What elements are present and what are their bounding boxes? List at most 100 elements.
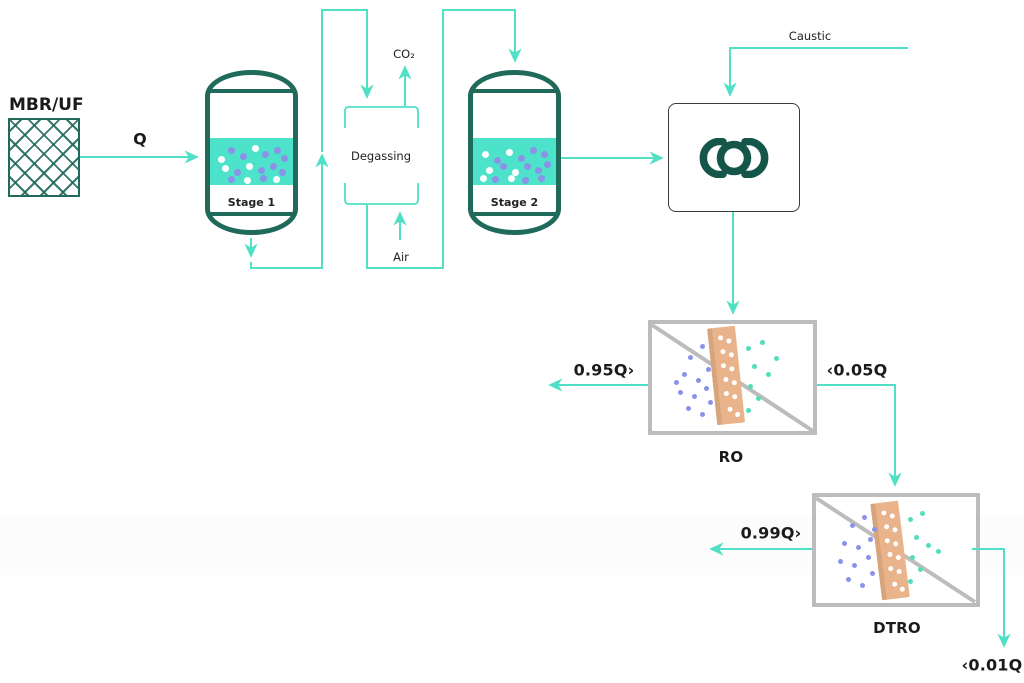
particle-dot — [908, 517, 913, 522]
particle-dot — [838, 559, 843, 564]
ro-label: RO — [718, 448, 744, 466]
particle-dot — [492, 176, 499, 183]
particle-dot — [506, 149, 513, 156]
particle-dot — [936, 549, 941, 554]
particle-dot — [852, 563, 857, 568]
particle-dot — [752, 364, 757, 369]
static-mixer-unit — [668, 103, 800, 212]
particle-dot — [868, 537, 873, 542]
particle-dot — [228, 147, 235, 154]
particle-dot — [862, 515, 867, 520]
particle-dot — [872, 527, 877, 532]
particle-dot — [281, 155, 288, 162]
particle-dot — [530, 147, 537, 154]
particle-dot — [279, 169, 286, 176]
caustic-label: Caustic — [788, 29, 832, 43]
particle-dot — [918, 567, 923, 572]
particle-dot — [696, 378, 701, 383]
stage2-liquid-band — [473, 138, 556, 185]
particle-dot — [273, 176, 280, 183]
feed-flow-label: Q — [133, 129, 147, 149]
particle-dot — [866, 555, 871, 560]
particle-dot — [760, 340, 765, 345]
particle-dot — [535, 167, 542, 174]
particle-dot — [746, 346, 751, 351]
particle-dot — [222, 165, 229, 172]
air-label: Air — [393, 250, 409, 264]
stage1-label: Stage 1 — [227, 196, 276, 209]
particle-dot — [766, 372, 771, 377]
degassing-label: Degassing — [350, 149, 412, 163]
dtro-particles — [812, 493, 980, 607]
particle-dot — [262, 151, 269, 158]
particle-dot — [494, 157, 501, 164]
dtro-inlet-arrow — [817, 384, 902, 487]
particle-dot — [482, 151, 489, 158]
particle-dot — [244, 177, 251, 184]
particle-dot — [544, 161, 551, 168]
particle-dot — [678, 390, 683, 395]
degassing-bottom-bracket — [344, 183, 419, 205]
particle-dot — [700, 412, 705, 417]
particle-dot — [926, 543, 931, 548]
ro-concentrate-label: ‹0.05Q — [826, 360, 888, 380]
particle-dot — [908, 579, 913, 584]
particle-dot — [260, 175, 267, 182]
co2-label: CO₂ — [393, 47, 415, 61]
particle-dot — [704, 386, 709, 391]
particle-dot — [674, 380, 679, 385]
particle-dot — [538, 175, 545, 182]
particle-dot — [860, 583, 865, 588]
ro-permeate-label: 0.95Q› — [573, 360, 635, 380]
particle-dot — [686, 406, 691, 411]
dtro-concentrate-label: ‹0.01Q — [961, 655, 1023, 675]
stage1-liquid-band — [210, 138, 293, 185]
particle-dot — [700, 344, 705, 349]
degassing-top-bracket — [344, 106, 419, 128]
vessel-bottom-seam — [472, 212, 557, 216]
particle-dot — [708, 400, 713, 405]
caustic-arrow — [723, 47, 908, 97]
particle-dot — [856, 545, 861, 550]
particle-dot — [518, 155, 525, 162]
particle-dot — [756, 396, 761, 401]
vessel-top-seam — [472, 89, 557, 93]
particle-dot — [846, 577, 851, 582]
vessel-bottom-seam — [209, 212, 294, 216]
particle-dot — [480, 175, 487, 182]
particle-dot — [252, 145, 259, 152]
particle-dot — [850, 523, 855, 528]
particle-dot — [914, 535, 919, 540]
dtro-label: DTRO — [873, 619, 921, 637]
particle-dot — [541, 151, 548, 158]
particle-dot — [522, 177, 529, 184]
particle-dot — [258, 167, 265, 174]
particle-dot — [682, 372, 687, 377]
particle-dot — [746, 408, 751, 413]
mbr-uf-label: MBR/UF — [9, 95, 84, 115]
particle-dot — [842, 541, 847, 546]
particle-dot — [486, 167, 493, 174]
particle-dot — [234, 169, 241, 176]
particle-dot — [774, 356, 779, 361]
ro-particles — [648, 320, 817, 435]
particle-dot — [218, 156, 225, 163]
particle-dot — [706, 367, 711, 372]
vessel-top-seam — [209, 89, 294, 93]
particle-dot — [228, 176, 235, 183]
particle-dot — [692, 394, 697, 399]
particle-dot — [274, 147, 281, 154]
particle-dot — [240, 153, 247, 160]
particle-dot — [524, 163, 531, 170]
dtro-permeate-label: 0.99Q› — [740, 523, 802, 543]
particle-dot — [910, 555, 915, 560]
particle-dot — [748, 384, 753, 389]
particle-dot — [270, 163, 277, 170]
particle-dot — [508, 175, 515, 182]
particle-dot — [920, 511, 925, 516]
static-mixer-icon — [699, 137, 769, 178]
mbr-uf-unit — [8, 118, 80, 197]
particle-dot — [688, 355, 693, 360]
stage2-label: Stage 2 — [490, 196, 539, 209]
